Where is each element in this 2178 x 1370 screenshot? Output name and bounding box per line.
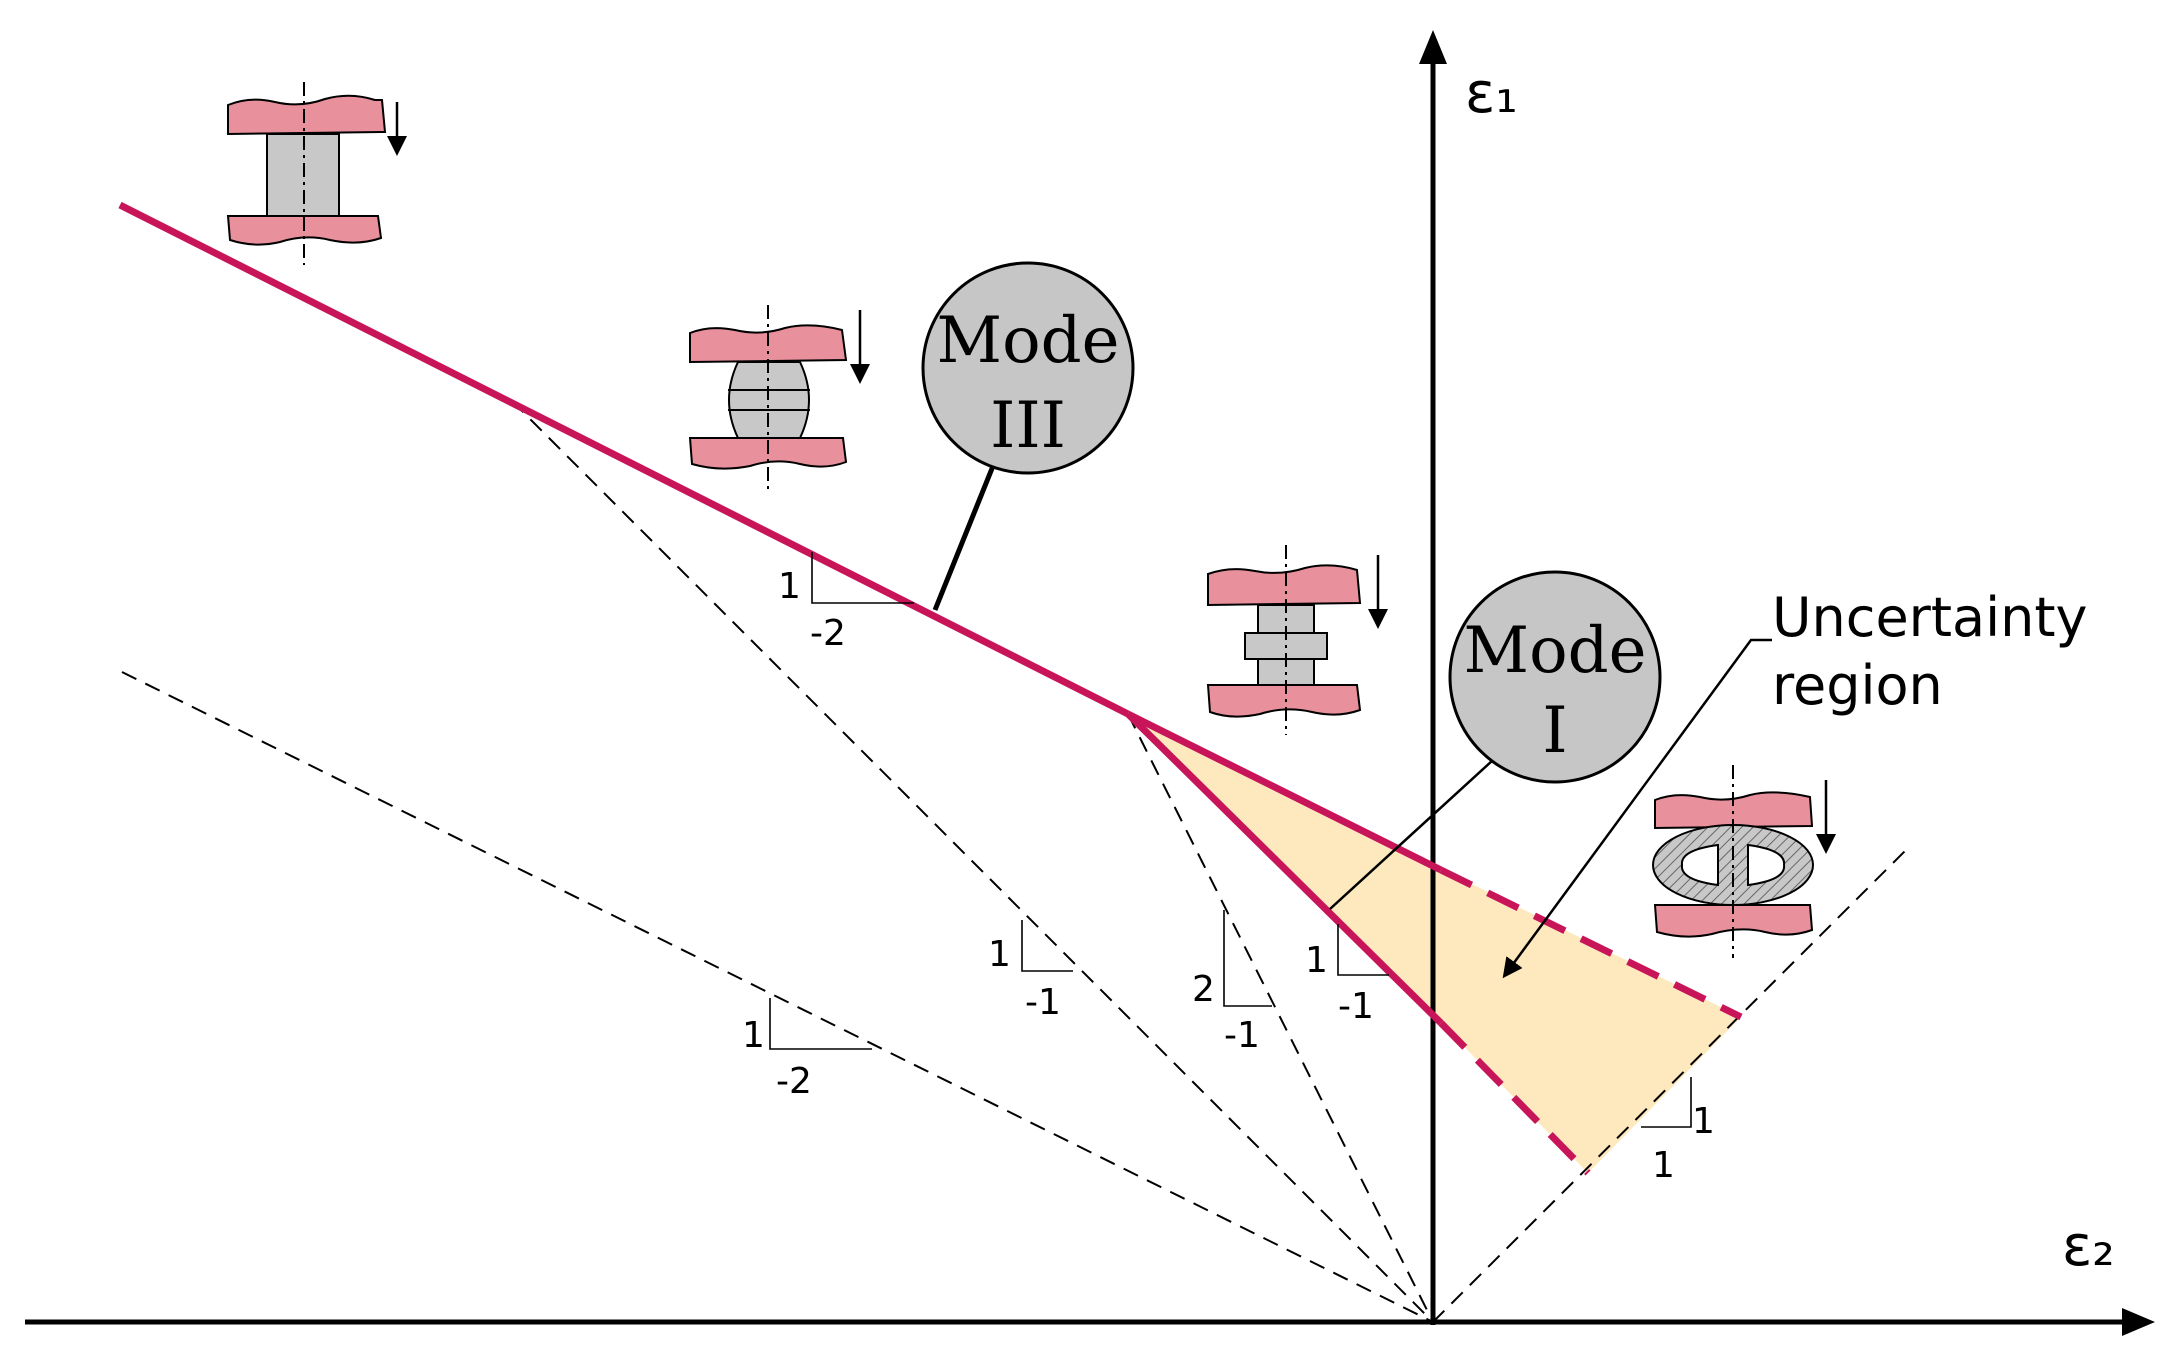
stepped-rivet-icon xyxy=(1206,545,1388,735)
svg-text:1: 1 xyxy=(778,566,801,607)
bulged-rivet-icon xyxy=(688,305,870,490)
x-axis-arrowhead xyxy=(2122,1308,2155,1336)
straight-rivet-icon xyxy=(226,82,407,265)
guide-line-shallow xyxy=(121,671,1434,1323)
region-label-line2: region xyxy=(1772,654,1943,717)
slope-marker-upper-boundary: 1 -2 xyxy=(778,552,914,654)
svg-text:-1: -1 xyxy=(1025,982,1061,1023)
slope-marker-lower-boundary: 1 -1 xyxy=(1305,924,1389,1027)
guide-line-steep xyxy=(1127,713,1434,1323)
region-leader-line xyxy=(1502,638,1772,979)
mode1-boundary-solid xyxy=(1125,711,1444,1026)
y-axis-arrowhead xyxy=(1419,30,1447,64)
svg-text:-2: -2 xyxy=(776,1061,812,1102)
mode3-leader-line xyxy=(932,465,996,611)
slope-marker-diagonal: 1 1 xyxy=(1641,1077,1715,1186)
region-label-line1: Uncertainty xyxy=(1772,586,2087,649)
svg-text:1: 1 xyxy=(1692,1101,1715,1142)
mode1-leader-line xyxy=(1329,759,1494,910)
svg-text:Mode: Mode xyxy=(1464,614,1647,688)
lower-boundary-dashed xyxy=(1438,1020,1591,1176)
slope-marker-guide-shallow: 1 -2 xyxy=(742,998,872,1102)
slope-marker-guide-steep: 2 -1 xyxy=(1192,910,1272,1056)
svg-text:Mode: Mode xyxy=(937,304,1120,378)
mode3-boundary-line xyxy=(118,201,1130,718)
guide-line-steep-left xyxy=(511,400,1434,1323)
svg-text:1: 1 xyxy=(1652,1145,1675,1186)
svg-text:1: 1 xyxy=(1305,940,1328,981)
svg-text:-2: -2 xyxy=(810,613,846,654)
svg-text:1: 1 xyxy=(988,934,1011,975)
y-axis-label: ε₁ xyxy=(1465,61,1518,126)
x-axis-label: ε₂ xyxy=(2062,1214,2115,1279)
mode1-bubble: Mode I xyxy=(1448,570,1662,784)
svg-text:-1: -1 xyxy=(1338,986,1374,1027)
slope-marker-guide-steep-left: 1 -1 xyxy=(988,920,1073,1023)
upper-boundary-solid xyxy=(1126,710,1443,874)
svg-text:I: I xyxy=(1542,694,1567,768)
svg-text:III: III xyxy=(990,389,1066,463)
mode3-bubble: Mode III xyxy=(921,261,1135,475)
upper-boundary-dashed xyxy=(1439,866,1743,1021)
buckled-rivet-icon xyxy=(1652,765,1836,958)
svg-text:2: 2 xyxy=(1192,969,1215,1010)
guide-line-diagonal xyxy=(1432,845,1911,1323)
svg-text:1: 1 xyxy=(742,1015,765,1056)
svg-text:-1: -1 xyxy=(1224,1015,1260,1056)
